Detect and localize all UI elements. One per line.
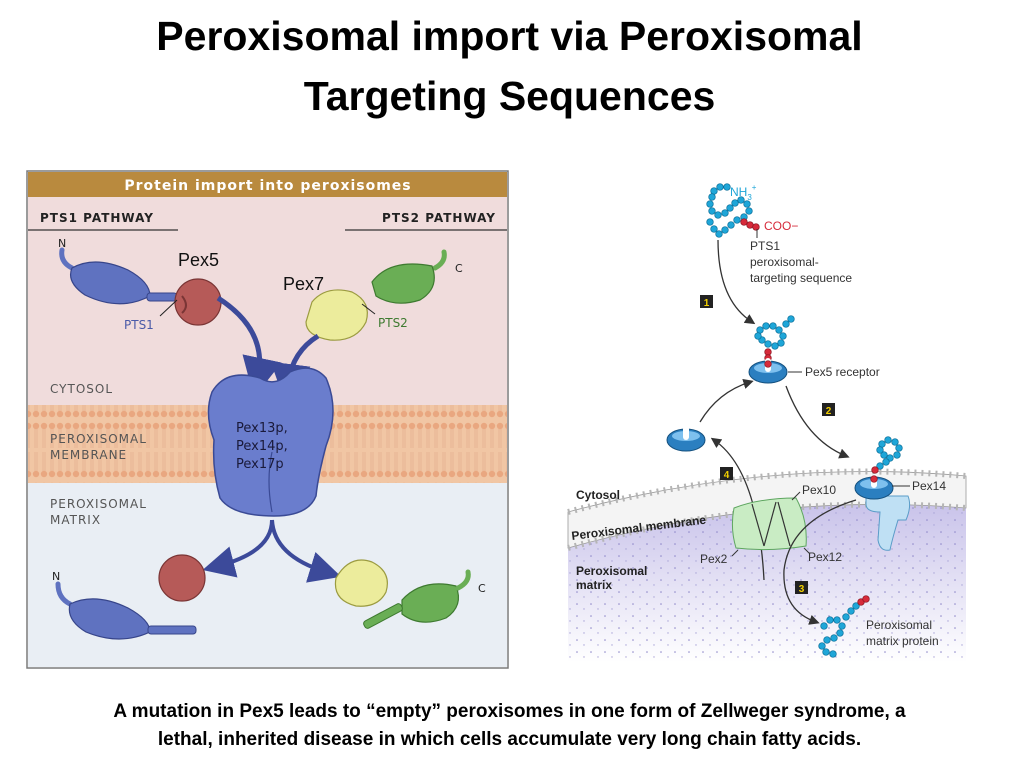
pex5-receptor-icon <box>748 358 788 384</box>
released-pex5 <box>158 554 206 602</box>
pex-ring-translocon <box>731 497 807 551</box>
step1-arrow <box>717 239 756 325</box>
pts1-seq-label-1: PTS1 <box>750 239 780 253</box>
free-pex5-icon <box>666 426 706 452</box>
left-cytosol-label: CYTOSOL <box>50 382 113 396</box>
complex-label-3: Pex17p <box>236 457 284 472</box>
pts1-pointer <box>159 299 178 317</box>
step4-badge <box>720 467 733 480</box>
caption-line-2: lethal, inherited disease in which cells… <box>157 729 862 750</box>
right-panel: Cytosol Peroxisomal membrane Peroxisomal… <box>567 183 967 662</box>
nh3-label: NH3+ <box>730 183 757 202</box>
pex10-pointer <box>791 491 801 501</box>
pts1-n-terminus: N <box>58 237 66 250</box>
step2-badge <box>822 403 835 416</box>
right-matrix-dots <box>568 504 966 662</box>
title-line-1: Peroxisomal import via Peroxisomal <box>156 13 863 59</box>
pex10-label: Pex10 <box>802 483 836 497</box>
left-matrix-label-2: MATRIX <box>50 513 101 527</box>
pts1-cargo-protein <box>59 247 178 305</box>
step3-number: 3 <box>799 584 805 595</box>
step4-number: 4 <box>724 470 730 481</box>
caption-line-1: A mutation in Pex5 leads to “empty” pero… <box>113 701 906 722</box>
pex14-protein <box>865 495 911 551</box>
step1-number: 1 <box>704 298 710 309</box>
pts1-pathway-label: PTS1 PATHWAY <box>40 211 154 225</box>
step3-badge <box>795 581 808 594</box>
right-matrix-label-2: matrix <box>576 578 612 592</box>
right-membrane-outer-heads <box>567 468 967 515</box>
step2-number: 2 <box>826 406 832 417</box>
pex5-import-arrow <box>216 295 282 398</box>
docked-pex5-icon <box>854 474 894 500</box>
released-pex7 <box>334 559 388 607</box>
pts2-pathway-label: PTS2 PATHWAY <box>382 211 496 225</box>
right-cytosol-label: Cytosol <box>576 488 620 502</box>
pts1-seq-label-2: peroxisomal- <box>750 255 819 269</box>
pex-docking-complex <box>207 367 334 517</box>
pts2-cargo-protein <box>371 249 447 304</box>
pts2-label: PTS2 <box>378 316 408 330</box>
bound-cargo-chain <box>754 315 795 362</box>
coo-label: COO− <box>764 219 798 233</box>
pex12-label: Pex12 <box>808 550 842 564</box>
pex2-pointer <box>731 549 739 557</box>
pts1-label: PTS1 <box>124 318 154 332</box>
complex-label-1: Pex13p, <box>236 421 288 436</box>
pts2-release-arrow <box>270 519 342 583</box>
pts1-seq-label-3: targeting sequence <box>750 271 852 285</box>
left-membrane-label-1: PEROXISOMAL <box>50 432 147 446</box>
pts2-pointer <box>361 303 376 315</box>
released-n-terminus: N <box>52 570 60 583</box>
docked-cargo-chain <box>871 436 903 474</box>
pex2-label: Pex2 <box>700 552 728 566</box>
step2-arrow <box>785 385 850 459</box>
pts2-c-terminus: C <box>455 262 463 275</box>
matrix-protein-label-2: matrix protein <box>866 634 939 648</box>
title-line-2: Targeting Sequences <box>303 73 716 119</box>
pex12-pointer <box>803 547 811 555</box>
step3-arrow <box>783 499 857 625</box>
right-matrix-label-1: Peroxisomal <box>576 564 647 578</box>
left-panel-header: Protein import into peroxisomes <box>124 178 411 194</box>
complex-label-2: Pex14p, <box>236 439 288 454</box>
step1-badge <box>700 295 713 308</box>
pex14-label: Pex14 <box>912 479 946 493</box>
slide-caption: A mutation in Pex5 leads to “empty” pero… <box>0 698 1019 754</box>
left-panel: Protein import into peroxisomes PTS1 PAT… <box>26 170 509 669</box>
left-panel-header-bar <box>28 172 507 197</box>
pex5-label: Pex5 <box>178 250 219 270</box>
pex5-receptor-label: Pex5 receptor <box>805 365 880 379</box>
released-pts1-protein <box>55 581 197 640</box>
left-matrix-label-1: PEROXISOMAL <box>50 497 147 511</box>
recycle-arrow <box>699 378 754 423</box>
slide-title: Peroxisomal import via Peroxisomal Targe… <box>0 6 1019 126</box>
matrix-protein-label-1: Peroxisomal <box>866 618 932 632</box>
released-c-terminus: C <box>478 582 486 595</box>
released-pts2-protein <box>363 569 471 629</box>
left-membrane-label-2: MEMBRANE <box>50 448 127 462</box>
step4-arrow <box>710 437 765 581</box>
pex5-receptor-shape <box>174 278 222 326</box>
pex7-label: Pex7 <box>283 274 324 294</box>
